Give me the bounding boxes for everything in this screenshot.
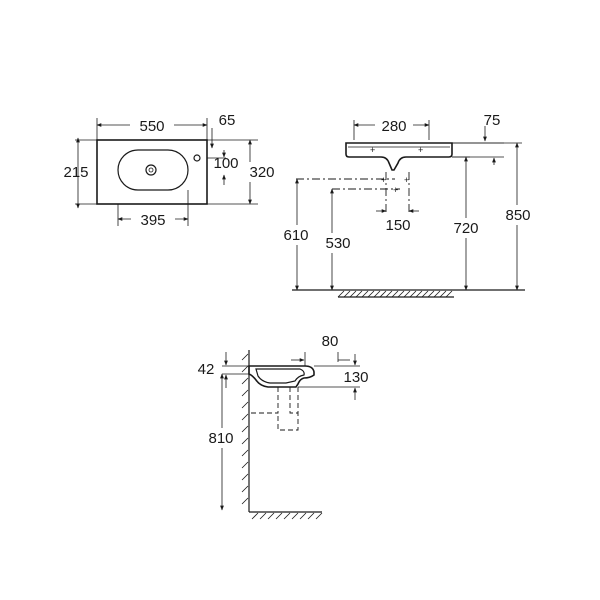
- dim-label-100: 100: [213, 155, 238, 172]
- dim-label-42: 42: [198, 361, 215, 378]
- dim-label-610: 610: [283, 227, 308, 244]
- dim-label-810: 810: [208, 430, 233, 447]
- dim-label-550: 550: [139, 118, 164, 135]
- dim-label-65: 65: [219, 112, 236, 129]
- svg-text:+: +: [418, 145, 423, 155]
- front-view: + + 280 75 + + + 150 610 530: [278, 112, 538, 298]
- dim-label-280: 280: [381, 118, 406, 135]
- dim-label-320: 320: [249, 164, 274, 181]
- drain-icon: [145, 164, 157, 176]
- fixing-marks: +: [370, 145, 375, 155]
- basin-outline-front: [345, 142, 453, 171]
- wall-hatch: [241, 353, 249, 505]
- floor-hatch-side: [251, 512, 323, 520]
- dim-label-150: 150: [385, 217, 410, 234]
- svg-text:+: +: [393, 185, 398, 195]
- svg-text:+: +: [404, 175, 409, 185]
- svg-text:+: +: [381, 175, 386, 185]
- tap-hole-icon: [193, 154, 201, 162]
- trap-dashed: [249, 387, 299, 431]
- dim-label-130: 130: [343, 369, 368, 386]
- side-view: 42 80 130 810: [198, 333, 369, 520]
- dim-label-395: 395: [140, 212, 165, 229]
- drain-inner-icon: [148, 167, 154, 173]
- floor-hatch-front: [337, 290, 454, 298]
- dim-label-850: 850: [505, 207, 530, 224]
- dim-label-75: 75: [484, 112, 501, 129]
- dim-label-720: 720: [453, 220, 478, 237]
- dim-label-215: 215: [63, 164, 88, 181]
- top-view: 550 65 215 100 320 395: [63, 112, 277, 230]
- dim-label-530: 530: [325, 235, 350, 252]
- dim-label-80: 80: [322, 333, 339, 350]
- bowl-outline-top: [117, 149, 189, 191]
- basin-section-side: [248, 365, 315, 388]
- basin-outline-top: [96, 139, 208, 205]
